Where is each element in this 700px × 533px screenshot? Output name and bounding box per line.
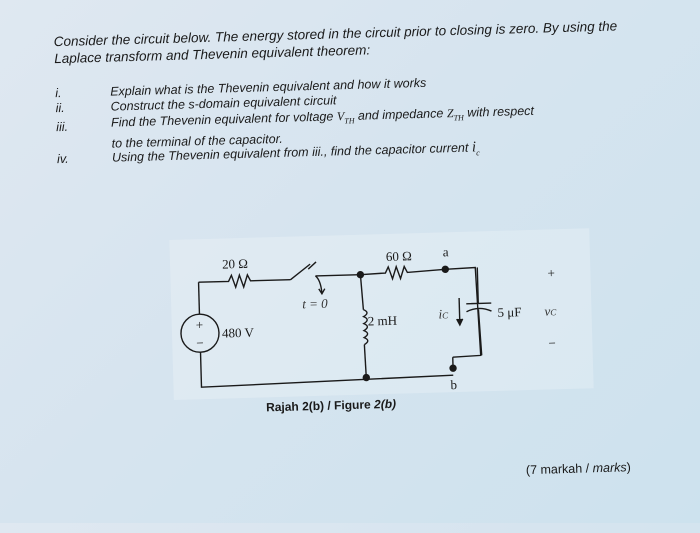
question-number: ii. (55, 100, 65, 116)
symbol-ic: ic (471, 139, 480, 158)
switch-time-label: t = 0 (302, 296, 328, 312)
question-number: iii. (55, 119, 69, 135)
question-intro: Consider the circuit below. The energy s… (53, 18, 618, 67)
node-dot (362, 373, 370, 382)
source-minus-label: − (196, 335, 204, 350)
resistor-20-icon (198, 272, 291, 290)
switch-icon (290, 263, 311, 281)
marks-label: (7 markah / marks) (525, 460, 631, 478)
vc-plus-label: + (547, 265, 555, 280)
voltage-source-icon (180, 313, 220, 353)
cap-current-label: iC (438, 306, 449, 321)
inductor-icon (362, 308, 369, 346)
question-number: i. (55, 85, 62, 101)
symbol-zth: ZTH (446, 106, 465, 123)
inductor-label: 2 mH (368, 313, 398, 329)
cap-voltage-label: vC (544, 303, 557, 318)
question-list: i. Explain what is the Thevenin equivale… (55, 69, 657, 167)
symbol-vth: VTH (336, 109, 355, 126)
resistor-60-icon (360, 264, 482, 358)
text-part: with respect (467, 103, 535, 120)
node-a-dot (441, 265, 449, 274)
question-number: iv. (56, 151, 69, 167)
source-plus-label: + (196, 317, 204, 332)
node-dot (356, 271, 365, 279)
node-b-label: b (450, 377, 457, 392)
capacitor-label: 5 μF (497, 304, 521, 320)
wire (315, 274, 361, 277)
wire (199, 352, 454, 388)
r1-label: 20 Ω (222, 256, 248, 272)
figure-caption: Rajah 2(b) / Figure 2(b) (265, 396, 397, 415)
source-voltage-label: 480 V (222, 325, 255, 341)
circuit-diagram: + − 480 V 20 Ω t = 0 60 Ω a 2 mH iC 5 μF… (169, 228, 594, 400)
text-part: and impedance (357, 106, 444, 123)
switch-arrow-icon (314, 275, 323, 293)
wire (197, 282, 201, 315)
r2-label: 60 Ω (386, 248, 412, 264)
vc-minus-label: − (548, 335, 556, 350)
node-a-label: a (443, 244, 449, 259)
